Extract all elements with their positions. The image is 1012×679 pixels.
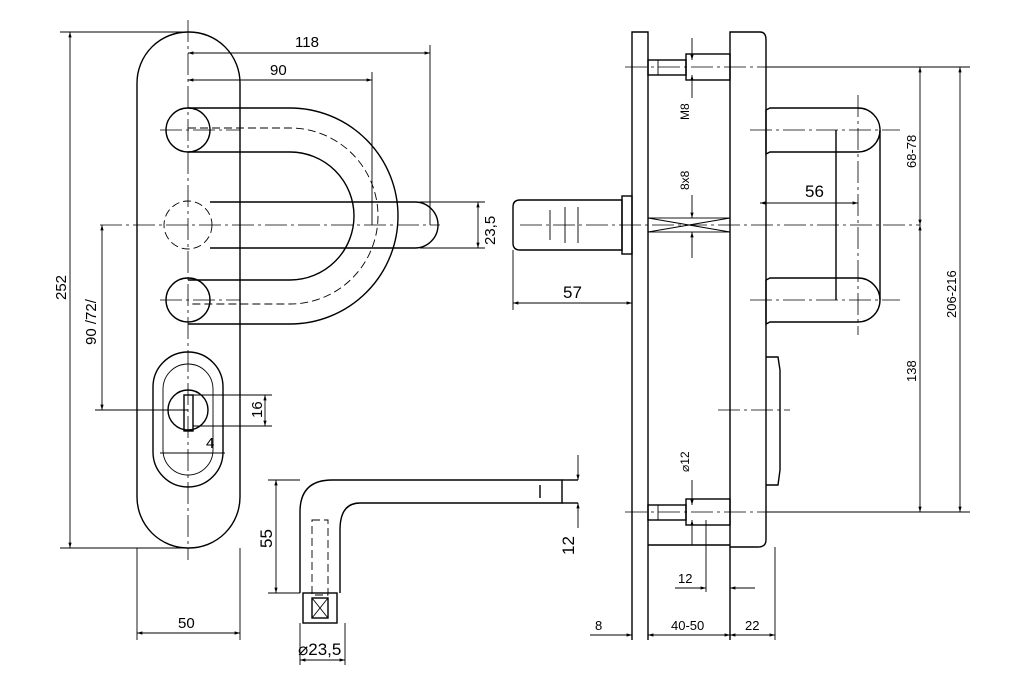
dim-16: 16 bbox=[249, 401, 266, 418]
label-8x8: 8x8 bbox=[678, 170, 692, 190]
dim-138: 138 bbox=[904, 360, 919, 382]
dim-68-78: 68-78 bbox=[904, 135, 919, 168]
cylinder-cover bbox=[718, 356, 790, 486]
dim-22: 22 bbox=[745, 618, 759, 633]
dim-90-72: 90 /72/ bbox=[83, 298, 100, 345]
section-view: 57 M8 8x8 ⌀12 56 68-78 138 206-216 12 8 … bbox=[512, 31, 970, 640]
side-handle-view: 55 12 ⌀23,5 bbox=[257, 455, 580, 665]
lever-handle-end bbox=[512, 195, 633, 255]
dim-57: 57 bbox=[563, 283, 582, 302]
label-dia-12: ⌀12 bbox=[678, 451, 692, 472]
label-m8: M8 bbox=[678, 103, 692, 120]
screw-bottom bbox=[647, 498, 731, 526]
dim-90: 90 bbox=[270, 62, 287, 79]
pull-handle bbox=[750, 95, 900, 335]
dim-55: 55 bbox=[257, 529, 276, 548]
dim-118: 118 bbox=[295, 34, 319, 51]
escutcheon-plate bbox=[136, 31, 241, 549]
dim-12-bolt: 12 bbox=[678, 571, 692, 586]
dim-8: 8 bbox=[595, 618, 602, 633]
screw-top bbox=[647, 53, 731, 81]
handle-front bbox=[100, 107, 440, 325]
dim-206-216: 206-216 bbox=[944, 270, 959, 318]
front-view: 118 90 23,5 252 90 /72/ 16 4 50 bbox=[53, 20, 499, 640]
dim-50: 50 bbox=[178, 615, 195, 632]
dim-40-50: 40-50 bbox=[671, 618, 704, 633]
dim-4: 4 bbox=[206, 435, 214, 452]
dim-dia-23-5: ⌀23,5 bbox=[298, 640, 341, 659]
dim-12-handle: 12 bbox=[559, 536, 578, 555]
dim-56: 56 bbox=[805, 182, 824, 201]
dim-23-5: 23,5 bbox=[482, 216, 499, 245]
dim-252: 252 bbox=[53, 275, 70, 300]
spindle bbox=[647, 217, 731, 233]
